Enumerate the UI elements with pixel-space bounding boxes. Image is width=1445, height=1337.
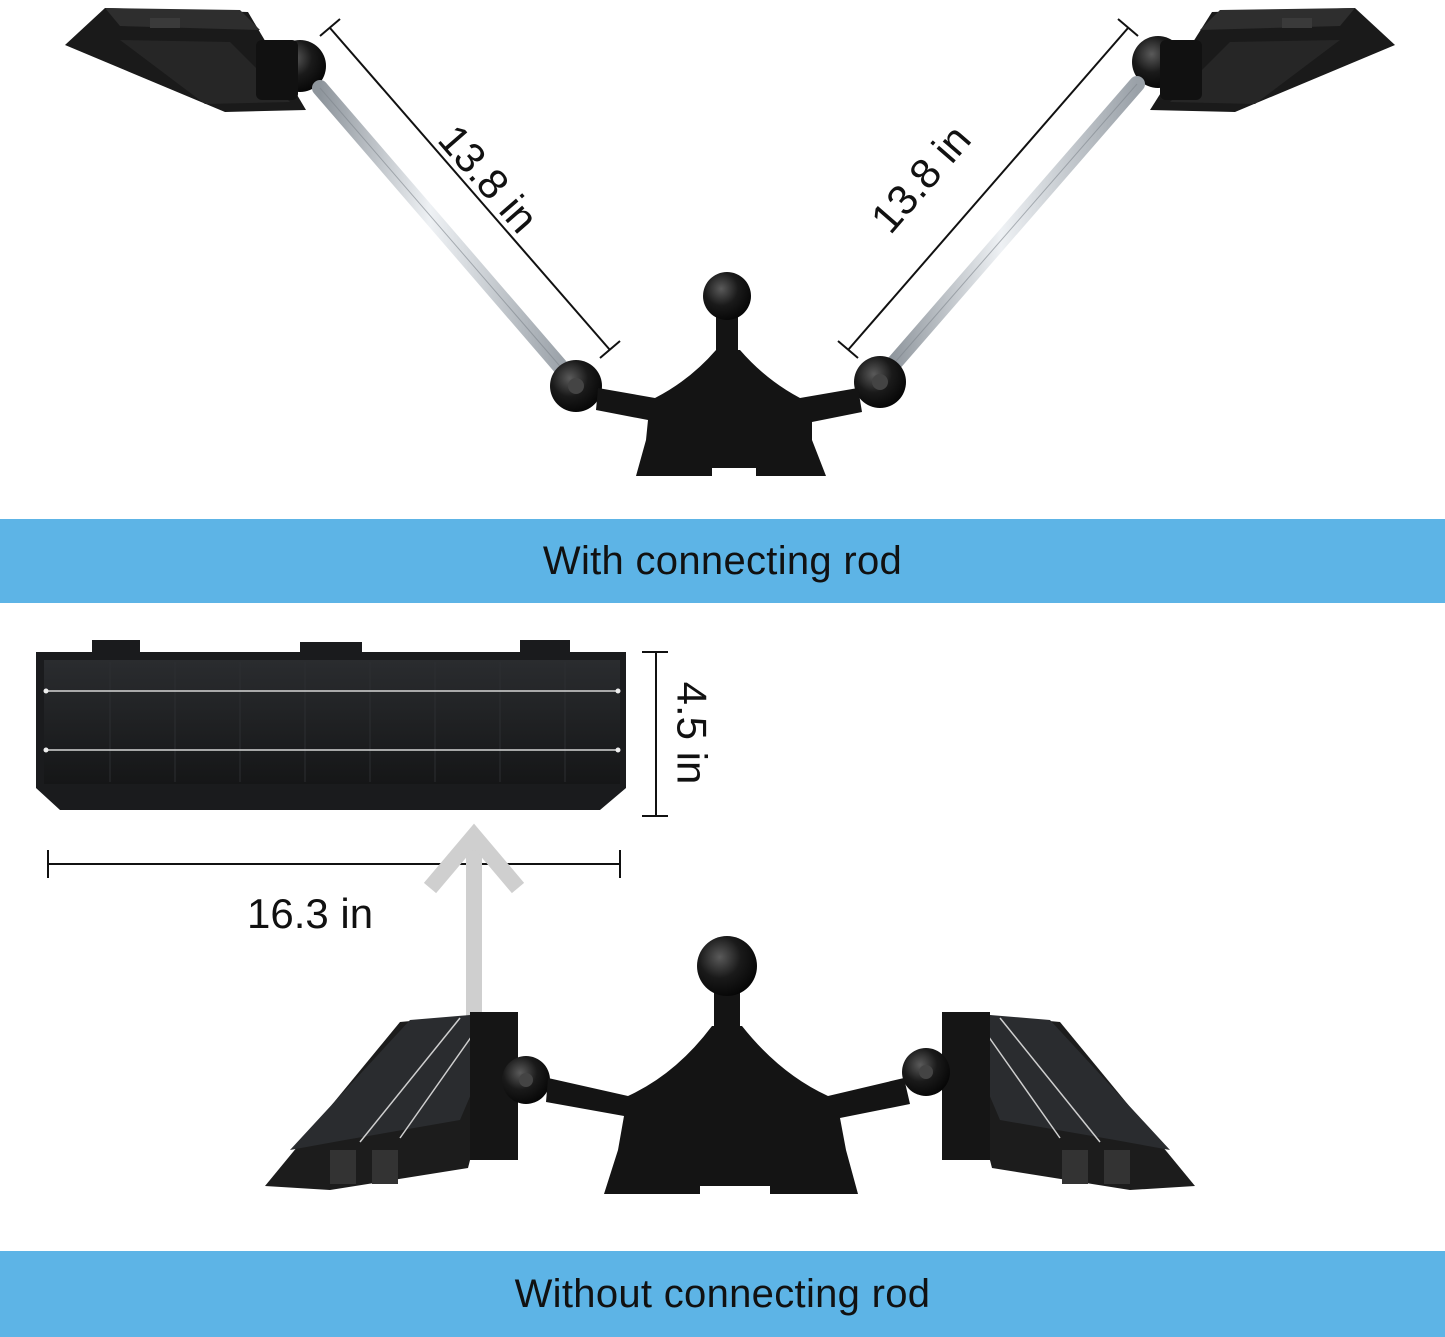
bottom-right-light bbox=[942, 1012, 1195, 1190]
right-connecting-rod bbox=[854, 76, 1145, 408]
left-light-head bbox=[65, 8, 326, 112]
panel-dimension-lines bbox=[47, 651, 668, 878]
top-dimension-lines bbox=[319, 18, 1139, 359]
bottom-assembly bbox=[265, 936, 1195, 1194]
bottom-left-light bbox=[265, 1012, 518, 1190]
without-rod-banner-label: Without connecting rod bbox=[514, 1271, 931, 1316]
without-rod-banner: Without connecting rod bbox=[0, 1251, 1445, 1337]
with-rod-banner-label: With connecting rod bbox=[542, 538, 903, 583]
solar-panel bbox=[36, 640, 626, 810]
top-center-mount bbox=[596, 272, 862, 476]
up-arrow-icon bbox=[423, 823, 525, 1018]
left-connecting-rod bbox=[312, 80, 602, 412]
top-assembly bbox=[65, 8, 1395, 476]
with-rod-banner: With connecting rod bbox=[0, 519, 1445, 603]
panel-height-label: 4.5 in bbox=[668, 681, 716, 785]
panel-width-label: 16.3 in bbox=[247, 890, 374, 937]
right-light-head bbox=[1132, 8, 1395, 112]
